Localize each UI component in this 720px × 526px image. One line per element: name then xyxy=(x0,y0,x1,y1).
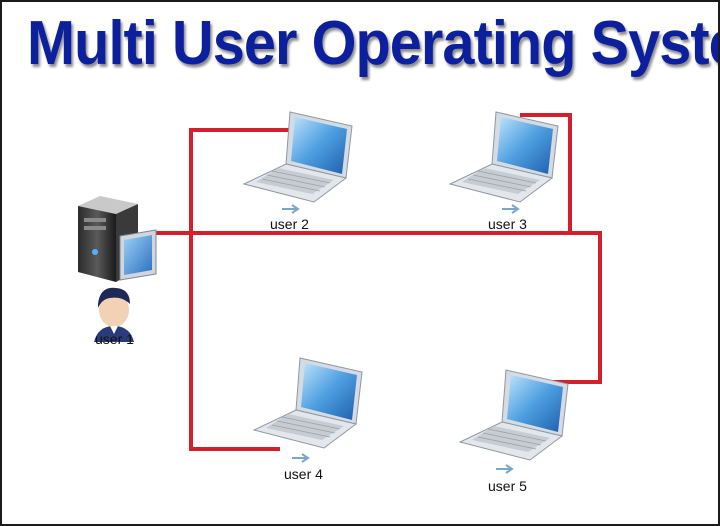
node-user-5: user 5 xyxy=(456,364,576,499)
laptop-icon xyxy=(458,369,569,461)
person-icon xyxy=(94,287,134,342)
node-user-2: user 2 xyxy=(240,106,360,236)
laptop-icon xyxy=(252,357,363,449)
user-1-label: user 1 xyxy=(95,331,134,347)
user-3-label: user 3 xyxy=(488,216,527,232)
user-4-label: user 4 xyxy=(284,466,323,482)
laptop-icon xyxy=(448,111,559,203)
server-icon xyxy=(78,196,157,342)
user-5-label: user 5 xyxy=(488,478,527,494)
node-user-1: user 1 xyxy=(70,192,180,352)
user-2-label: user 2 xyxy=(270,216,309,232)
diagram-title: Multi User Operating System xyxy=(27,9,720,78)
connection-user5 xyxy=(542,231,602,384)
node-user-3: user 3 xyxy=(446,106,566,236)
node-user-4: user 4 xyxy=(250,352,370,487)
laptop-icon xyxy=(242,111,353,203)
connection-user3 xyxy=(520,113,572,235)
